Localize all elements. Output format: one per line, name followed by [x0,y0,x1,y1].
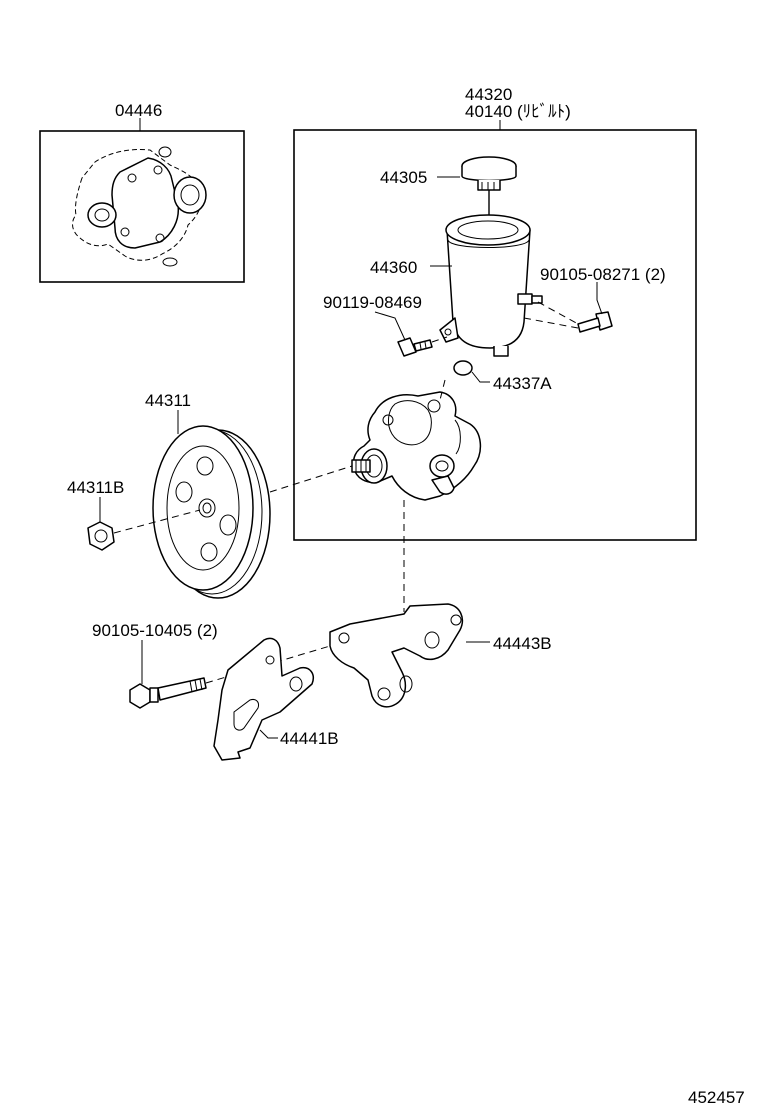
small-bolt-drawing [577,311,613,333]
label-pump-assy: 44320 [465,85,512,104]
gasket-kit-group: 04446 [39,101,245,283]
label-pump-rebuilt: 40140 (ﾘﾋﾞﾙﾄ) [465,102,571,121]
long-bolt-drawing [129,677,207,709]
bracket-plate-group: 44441B [213,637,339,761]
bracket-b-group: 44443B [329,603,552,708]
pump-assembly-box [293,129,697,541]
pulley-nut-drawing [87,521,115,551]
label-reservoir-bolt: 90119-08469 [323,293,422,312]
reservoir-bolt-drawing [397,337,433,357]
label-pulley: 44311 [145,391,191,410]
pump-body-drawing [351,391,482,501]
label-reservoir: 44360 [370,258,417,277]
label-bracket-plate: 44441B [280,729,339,748]
pulley-drawing [152,425,271,599]
pulley-nut-group: 44311B [67,478,201,551]
reservoir-drawing [439,214,543,357]
o-ring-drawing [453,360,473,376]
pulley-group: 44311 [145,391,353,599]
pump-assembly-group: 44320 40140 (ﾘﾋﾞﾙﾄ) 44305 44360 [293,85,697,541]
label-o-ring: 44337A [493,374,552,393]
label-bracket-b: 44443B [493,634,552,653]
label-pulley-nut: 44311B [67,478,124,497]
illustration-id: 452457 [688,1088,745,1107]
label-gasket-kit: 04446 [115,101,162,120]
label-reservoir-cap: 44305 [380,168,427,187]
label-long-bolt: 90105-10405 (2) [92,621,218,640]
reservoir-cap-drawing [461,156,517,222]
gasket-kit-box [39,130,245,283]
label-small-bolt: 90105-08271 (2) [540,265,666,284]
bracket-b-drawing [329,603,464,708]
gasket-kit-drawing [72,146,207,267]
long-bolt-group: 90105-10405 (2) [92,621,341,709]
